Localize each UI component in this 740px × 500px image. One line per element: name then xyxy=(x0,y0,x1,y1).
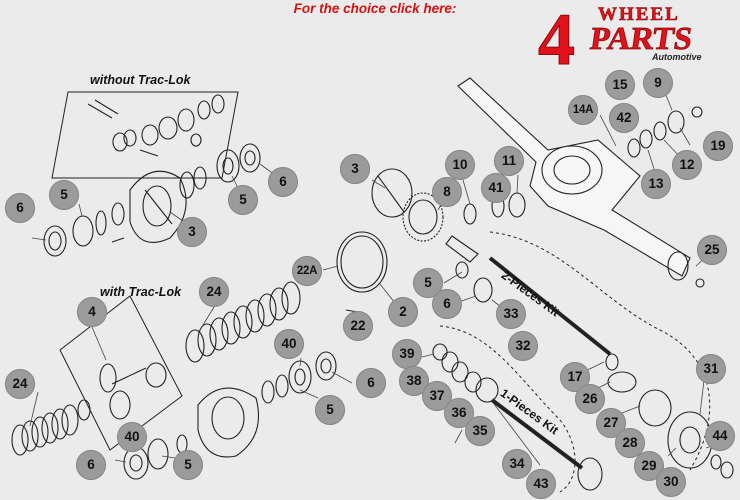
clutch-stack-left xyxy=(11,404,79,456)
callout-19[interactable]: 19 xyxy=(703,131,733,161)
callout-22[interactable]: 22 xyxy=(343,311,373,341)
callout-5[interactable]: 5 xyxy=(228,185,258,215)
4wheelparts-logo[interactable]: 4 WHEEL PARTS Automotive xyxy=(534,0,740,72)
callout-25[interactable]: 25 xyxy=(697,235,727,265)
callout-35[interactable]: 35 xyxy=(465,416,495,446)
callout-32[interactable]: 32 xyxy=(508,331,538,361)
callout-34[interactable]: 34 xyxy=(502,449,532,479)
callout-6[interactable]: 6 xyxy=(432,289,462,319)
choice-link[interactable]: For the choice click here: xyxy=(293,1,457,16)
callout-41[interactable]: 41 xyxy=(481,173,511,203)
callout-29[interactable]: 29 xyxy=(634,451,664,481)
callout-39[interactable]: 39 xyxy=(392,339,422,369)
with-traclok-caption: with Trac-Lok xyxy=(100,285,182,299)
logo-parts: PARTS xyxy=(588,20,694,56)
callout-8[interactable]: 8 xyxy=(432,177,462,207)
callout-10[interactable]: 10 xyxy=(445,150,475,180)
callout-42[interactable]: 42 xyxy=(609,103,639,133)
callout-33[interactable]: 33 xyxy=(496,299,526,329)
logo-automotive: Automotive xyxy=(651,52,702,62)
callout-40[interactable]: 40 xyxy=(117,422,147,452)
callout-24[interactable]: 24 xyxy=(199,277,229,307)
callout-2[interactable]: 2 xyxy=(388,297,418,327)
callout-40[interactable]: 40 xyxy=(274,329,304,359)
callout-3[interactable]: 3 xyxy=(340,154,370,184)
logo-four: 4 xyxy=(538,0,575,72)
callout-24[interactable]: 24 xyxy=(5,369,35,399)
callout-5[interactable]: 5 xyxy=(315,395,345,425)
callout-44[interactable]: 44 xyxy=(705,421,735,451)
callout-5[interactable]: 5 xyxy=(173,450,203,480)
logo-wheel: WHEEL xyxy=(598,4,680,25)
callout-9[interactable]: 9 xyxy=(643,68,673,98)
callout-43[interactable]: 43 xyxy=(526,469,556,499)
callout-30[interactable]: 30 xyxy=(656,467,686,497)
callout-6[interactable]: 6 xyxy=(5,193,35,223)
callout-4[interactable]: 4 xyxy=(77,297,107,327)
callout-12[interactable]: 12 xyxy=(672,150,702,180)
callout-6[interactable]: 6 xyxy=(268,167,298,197)
callout-11[interactable]: 11 xyxy=(494,146,524,176)
without-traclok-caption: without Trac-Lok xyxy=(90,73,191,87)
callout-3[interactable]: 3 xyxy=(177,217,207,247)
callout-6[interactable]: 6 xyxy=(356,368,386,398)
callout-6[interactable]: 6 xyxy=(76,450,106,480)
callout-22a[interactable]: 22A xyxy=(292,256,322,286)
callout-5[interactable]: 5 xyxy=(49,180,79,210)
clutch-stack-right xyxy=(185,281,301,363)
callout-26[interactable]: 26 xyxy=(575,384,605,414)
callout-38[interactable]: 38 xyxy=(399,366,429,396)
callout-13[interactable]: 13 xyxy=(641,169,671,199)
callout-36[interactable]: 36 xyxy=(444,398,474,428)
callout-14a[interactable]: 14A xyxy=(568,95,598,125)
callout-15[interactable]: 15 xyxy=(605,70,635,100)
without-traclok-frame xyxy=(51,91,239,179)
callout-31[interactable]: 31 xyxy=(696,354,726,384)
